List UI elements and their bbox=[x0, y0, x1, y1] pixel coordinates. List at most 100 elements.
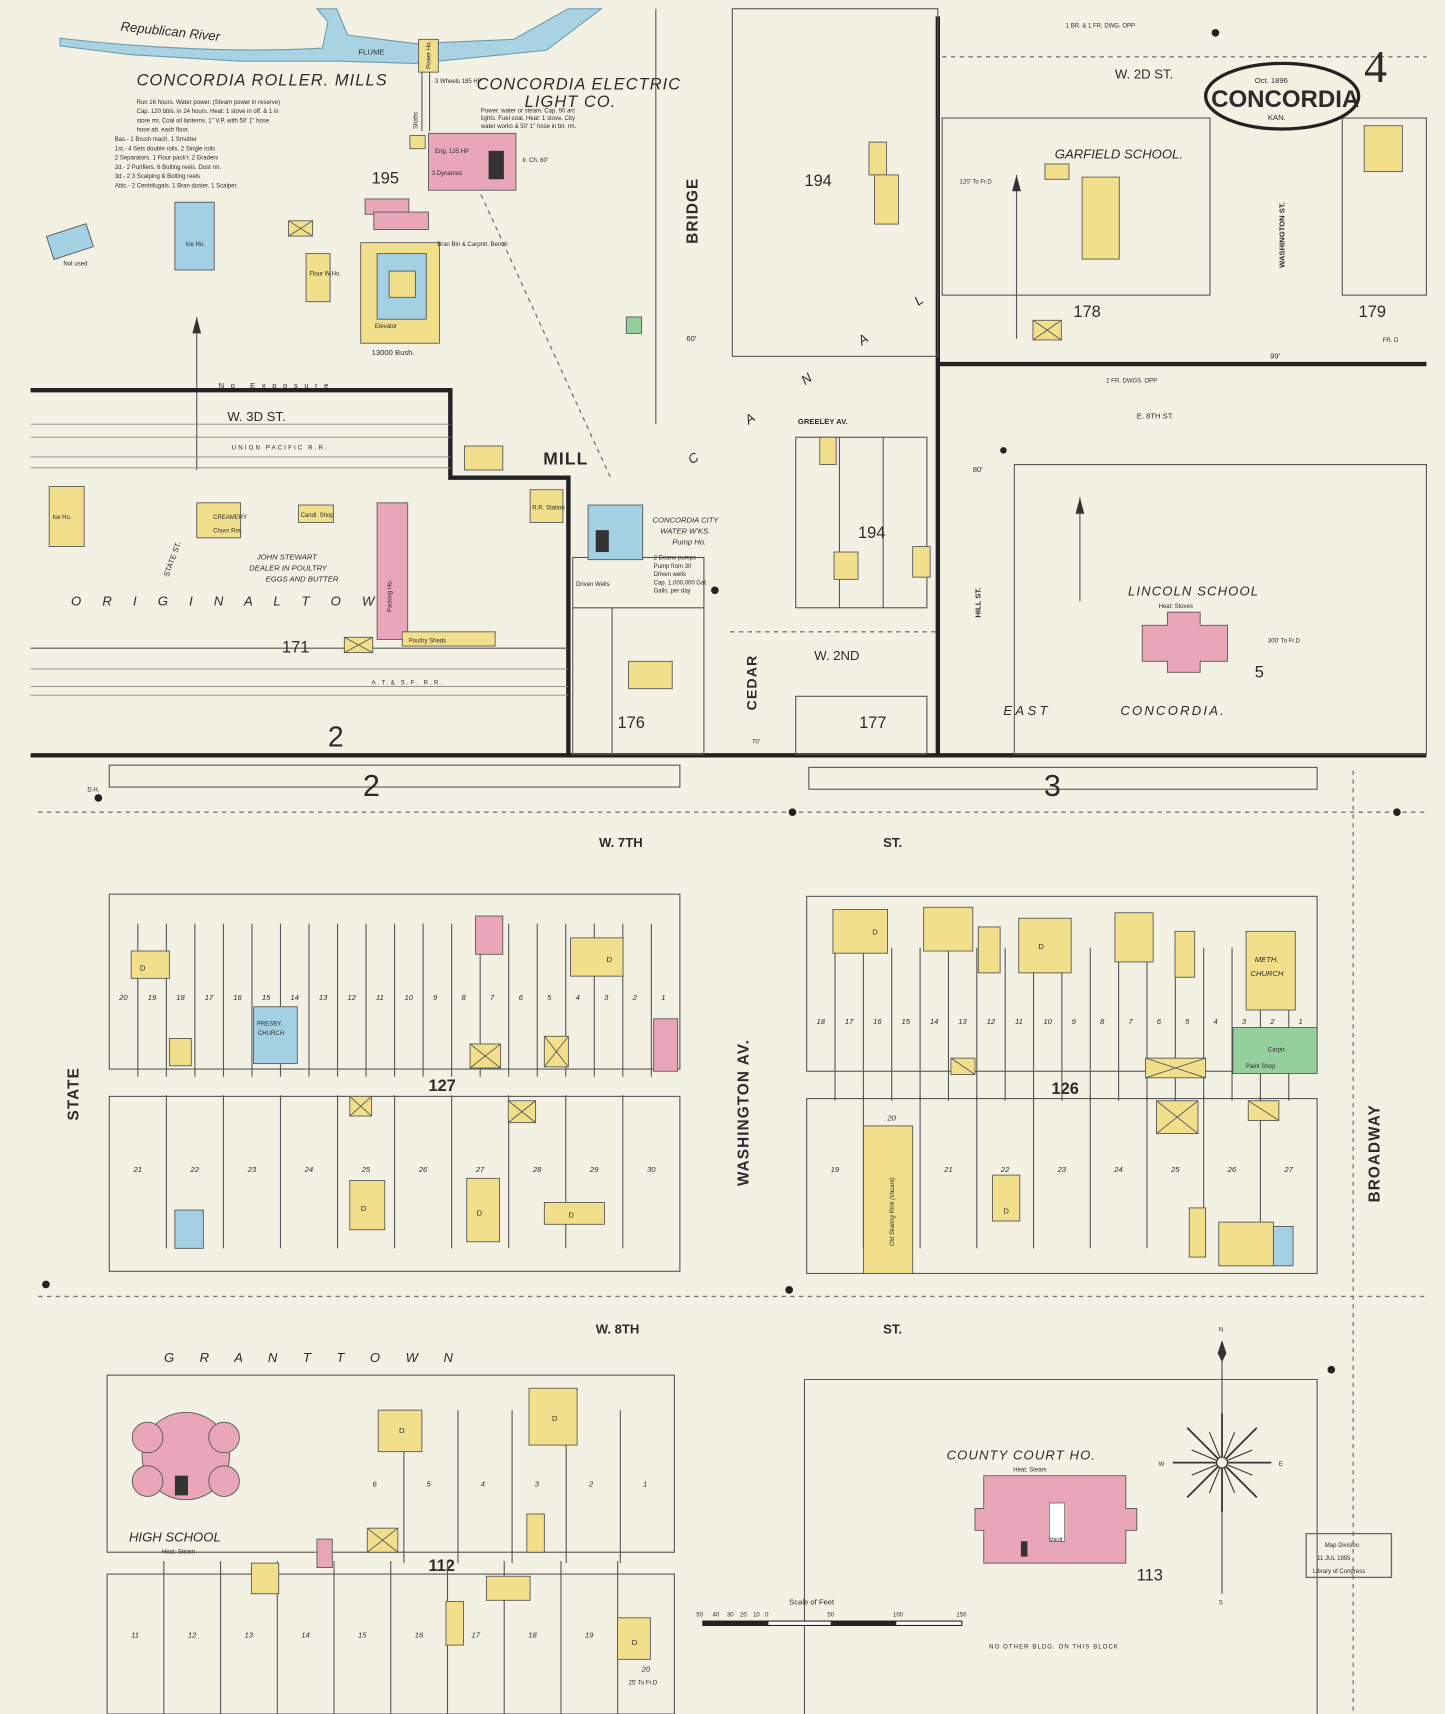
dwelling-mark: D bbox=[477, 1209, 483, 1218]
lot-number: 4 bbox=[576, 993, 580, 1002]
bushels-label: 13000 Bush. bbox=[372, 348, 415, 357]
lot-number: 17 bbox=[471, 1630, 480, 1639]
compass-ray bbox=[1186, 1427, 1223, 1464]
e-8th-street-label: E. 8TH ST. bbox=[1137, 412, 1174, 421]
lot-number: 5 bbox=[427, 1480, 432, 1489]
lot-number: 13 bbox=[319, 993, 328, 1002]
seventy-feet-label: 70' bbox=[752, 739, 760, 745]
lot-number: 15 bbox=[902, 1017, 911, 1026]
roller-mills-title: CONCORDIA ROLLER. MILLS bbox=[137, 71, 388, 89]
not-used-label: Not used bbox=[63, 262, 87, 268]
block-5: 5 bbox=[1255, 664, 1264, 682]
garfield-school-label: GARFIELD SCHOOL. bbox=[1055, 147, 1183, 162]
electric-notes: Power: water or steam. Cap. 90 arclights… bbox=[480, 109, 577, 130]
power-house bbox=[418, 38, 439, 73]
lot-number: 21 bbox=[943, 1165, 952, 1174]
lot-number: 19 bbox=[585, 1630, 594, 1639]
lot-number: 12 bbox=[987, 1017, 996, 1026]
lot-number: 1 bbox=[661, 993, 665, 1002]
block-171: 171 bbox=[282, 639, 309, 657]
scale-tick-label: 20 bbox=[740, 1613, 747, 1619]
scale-tick-label: 10 bbox=[753, 1613, 760, 1619]
lot-number: 4 bbox=[481, 1480, 485, 1489]
sheet-number: 4 bbox=[1364, 41, 1387, 92]
mill-note-line: 2 Separators. 1 Flour pack'r. 2 Graders bbox=[115, 156, 219, 162]
iron-chimney-label: Ir. Ch. 60' bbox=[522, 158, 547, 164]
sixty-feet-label: 60' bbox=[686, 334, 696, 343]
lot-number: 26 bbox=[418, 1165, 428, 1174]
lot-number: 20 bbox=[886, 1113, 896, 1122]
pump-title-1: CONCORDIA CITY bbox=[653, 516, 720, 525]
mill-note-line: store rm. Coal oil lanterns. 1" V.P. wit… bbox=[137, 118, 270, 124]
lot-number: 9 bbox=[433, 993, 438, 1002]
original-town-label: O R I G I N A L T O W N bbox=[71, 594, 414, 609]
stewart-line-2: DEALER IN POULTRY bbox=[249, 564, 328, 573]
mill-notes: Run 16 hours. Water power. (Steam power … bbox=[115, 100, 280, 190]
lot-number: 29 bbox=[589, 1165, 599, 1174]
washington-av-label: WASHINGTON AV. bbox=[736, 1039, 753, 1186]
town-name: CONCORDIA bbox=[1211, 86, 1359, 113]
ice-house-2-label: Ice Ho. bbox=[52, 515, 71, 521]
lot-number: 2 bbox=[588, 1480, 594, 1489]
lincoln-school bbox=[1141, 611, 1228, 673]
wheels-label: 3 Wheels 185 HP bbox=[435, 79, 482, 85]
high-school-heat: Heat: Steam bbox=[162, 1549, 195, 1555]
fire-dept-note: 25' To Fr.D bbox=[628, 1680, 657, 1686]
pump-note-line: Cap. 1,000,000 Gal. bbox=[654, 580, 708, 586]
lot-number: 22 bbox=[190, 1165, 200, 1174]
stewart-line-1: JOHN STEWART bbox=[256, 553, 318, 562]
meth-label-2: CHURCH bbox=[1250, 969, 1284, 978]
scale-title: Scale of Feet bbox=[789, 1598, 835, 1607]
lot-number: 21 bbox=[132, 1165, 141, 1174]
lot-number: 16 bbox=[233, 993, 242, 1002]
dwelling-mark: D bbox=[1038, 942, 1044, 951]
lot-number: 23 bbox=[247, 1165, 257, 1174]
lot-number: 9 bbox=[1072, 1017, 1077, 1026]
mill-note-line: Attic.- 2 Centrifugals. 1 Bran duster. 1… bbox=[115, 183, 238, 189]
lot-number: 5 bbox=[547, 993, 552, 1002]
lot-number: 26 bbox=[1227, 1165, 1237, 1174]
union-pacific-label: UNION PACIFIC R.R. bbox=[232, 445, 329, 451]
flume-label: FLUME bbox=[359, 48, 385, 57]
mill-note-line: 2d.- 2 Purifiers. 6 Bolting reels. Dust … bbox=[115, 165, 222, 171]
high-school-label: HIGH SCHOOL bbox=[129, 1529, 221, 1544]
elevator-label: Elevator bbox=[375, 324, 397, 330]
w-8th-st-suffix: ST. bbox=[883, 1322, 902, 1337]
ice-house-small bbox=[45, 223, 94, 260]
hill-st-label: HILL ST. bbox=[973, 588, 982, 618]
w-3rd-street-label: W. 3D ST. bbox=[227, 409, 285, 424]
lot-number: 3 bbox=[535, 1480, 540, 1489]
garfield-distance: 120' To Fr.D bbox=[960, 180, 993, 186]
pump-note-line: Driven wells bbox=[654, 572, 686, 578]
lot-number: 6 bbox=[372, 1480, 377, 1489]
lincoln-school-label: LINCOLN SCHOOL bbox=[1128, 584, 1259, 599]
block-176: 176 bbox=[618, 714, 645, 732]
lot-number: 25 bbox=[1170, 1165, 1180, 1174]
electric-note-line: lights. Fuel coal. Heat: 1 stove. City bbox=[481, 116, 575, 122]
carpenter-label: Carptr. bbox=[1268, 1048, 1286, 1054]
lincoln-heat-label: Heat: Stoves bbox=[1159, 604, 1193, 610]
section-3: 3 bbox=[1044, 769, 1061, 803]
bridge-street-label: BRIDGE bbox=[684, 178, 701, 244]
east-label: EAST bbox=[1003, 703, 1050, 718]
rr-station-label: R.R. Station bbox=[532, 505, 564, 511]
w-8th-street-label: W. 8TH bbox=[596, 1322, 640, 1337]
stamp-line-3: Library of Congress bbox=[1313, 1569, 1365, 1575]
packing-house bbox=[376, 502, 409, 640]
poultry-sheds-label: Poultry Sheds bbox=[409, 639, 446, 645]
scale-tick-label: 40 bbox=[713, 1613, 720, 1619]
lot-number: 16 bbox=[415, 1630, 424, 1639]
flour-warehouse-label: Flour W.Ho. bbox=[309, 271, 341, 277]
lot-number: 3 bbox=[1242, 1017, 1247, 1026]
compass-ray bbox=[1221, 1427, 1258, 1464]
lot-number: 14 bbox=[290, 993, 298, 1002]
title-cartouche bbox=[1203, 61, 1361, 131]
atsf-label: A.T.& S.F. R.R. bbox=[372, 680, 445, 686]
scale-tick-label: 150 bbox=[956, 1613, 967, 1619]
lot-number: 24 bbox=[304, 1165, 313, 1174]
dwelling-mark: D bbox=[361, 1204, 367, 1213]
dwelling-mark: D bbox=[399, 1426, 405, 1435]
hydrant-markers bbox=[42, 28, 1401, 1374]
w-2nd-street-top: W. 2D ST. bbox=[1115, 67, 1173, 82]
compass-north: N bbox=[1219, 1327, 1223, 1333]
